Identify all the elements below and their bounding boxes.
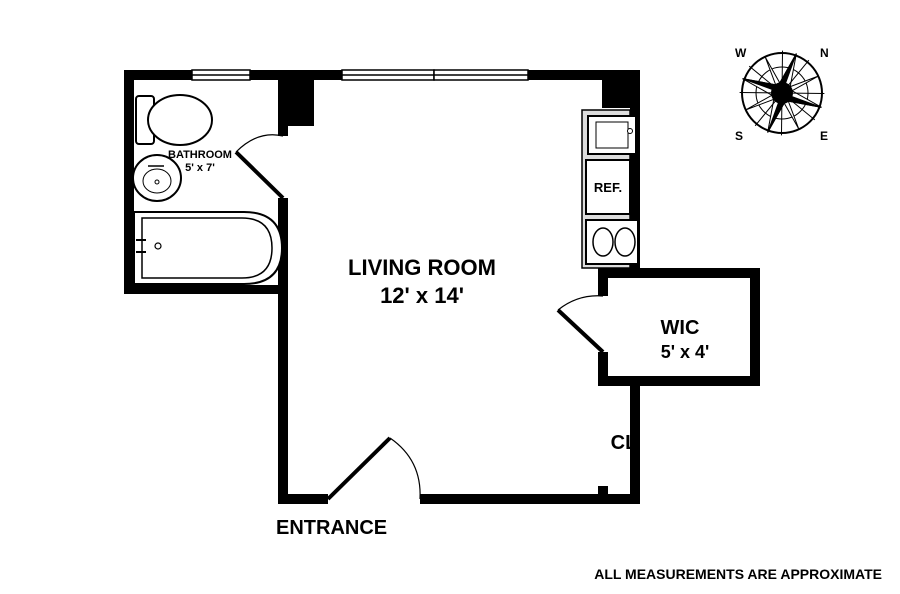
compass-point-main-shade — [742, 53, 822, 133]
bathroom-fixtures — [132, 94, 284, 285]
compass-center — [771, 82, 793, 104]
living-room-size: 12' x 14' — [380, 283, 464, 308]
bathtub-drain — [154, 242, 162, 250]
compass-label-e: E — [820, 129, 828, 143]
refrigerator — [585, 159, 631, 215]
wall-living-left — [278, 294, 288, 504]
bathtub-inner — [141, 217, 273, 279]
entrance-label: ENTRANCE — [276, 517, 387, 539]
stove-burner-2 — [614, 227, 636, 257]
door-bathroom-swing — [235, 134, 284, 153]
footnote: ALL MEASUREMENTS ARE APPROXIMATE — [594, 566, 882, 582]
wall-wic-left-bottom — [598, 352, 608, 386]
wall-wic-top — [598, 268, 760, 278]
wall-bath-left — [124, 70, 134, 294]
windows — [191, 69, 529, 81]
wall-closet-stub — [598, 486, 608, 504]
door-entrance-leaf — [326, 436, 392, 501]
toilet-bowl — [147, 94, 213, 146]
wall-right-upper — [630, 70, 640, 270]
compass — [739, 50, 825, 136]
wic-size: 5' x 4' — [661, 342, 710, 362]
wic-name: WIC — [661, 317, 700, 339]
bathroom-name: BATHROOM — [168, 149, 232, 161]
wall-top-left — [124, 70, 192, 80]
wall-wic-right — [750, 268, 760, 386]
kitchen-fixtures — [581, 109, 639, 269]
stove-burner-1 — [592, 227, 614, 257]
wall-closet-right — [630, 380, 640, 504]
door-entrance-swing — [389, 437, 421, 500]
door-wic-swing — [557, 295, 604, 311]
door-bathroom-leaf — [234, 150, 285, 200]
wall-bottom-left — [278, 494, 328, 504]
wall-bath-bottom — [124, 285, 288, 294]
kitchen-sink-basin — [595, 121, 629, 149]
compass-label-s: S — [735, 129, 743, 143]
wall-wic-bottom — [598, 376, 760, 386]
refrigerator-label: REF. — [594, 180, 622, 195]
compass-label-n: N — [820, 46, 829, 60]
kitchen-sink-drain — [627, 128, 633, 134]
wall-wic-left-top — [598, 268, 608, 296]
column-left-lower — [278, 78, 288, 136]
compass-label-w: W — [735, 46, 747, 60]
door-wic-leaf — [556, 308, 605, 354]
walls — [124, 70, 760, 504]
bathroom-size: 5' x 7' — [185, 162, 215, 174]
bath-sink-drain — [154, 179, 160, 185]
wall-bath-partition — [278, 198, 288, 294]
doors — [234, 134, 605, 501]
wall-bottom-right — [420, 494, 640, 504]
wall-top-mid — [250, 70, 342, 80]
closet-label: CL — [611, 432, 638, 454]
wall-top-right — [528, 70, 640, 80]
living-room-name: LIVING ROOM — [348, 255, 496, 280]
